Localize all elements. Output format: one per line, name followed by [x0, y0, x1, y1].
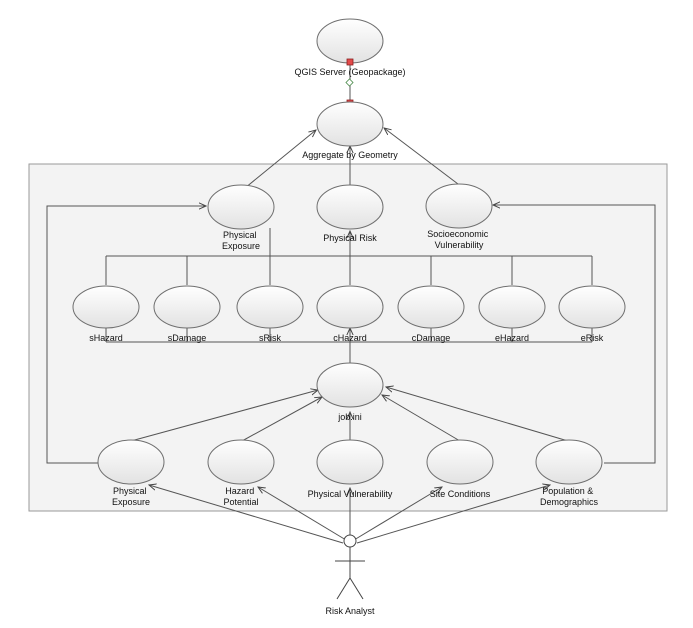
use-case-erisk[interactable] — [558, 285, 626, 329]
use-case-physical-vulnerability[interactable] — [316, 439, 384, 485]
label-physical-exposure-input: Physical Exposure — [112, 486, 150, 507]
label-qgis-server: QGIS Server (Geopackage) — [294, 67, 405, 77]
loop-right — [493, 205, 656, 464]
loop-left — [46, 206, 206, 464]
label-ehazard: eHazard — [495, 333, 529, 343]
link-socio-aggregate — [384, 128, 459, 185]
actor-head — [343, 534, 357, 548]
label-socioeconomic: Socioeconomic Vulnerability — [427, 229, 491, 250]
use-case-physical-risk[interactable] — [316, 184, 384, 230]
label-population-demographics: Population & Demographics — [540, 486, 599, 507]
label-erisk: eRisk — [581, 333, 604, 343]
use-case-physical-exposure-input[interactable] — [97, 439, 165, 485]
label-chazard: cHazard — [333, 333, 367, 343]
use-case-aggregate[interactable] — [316, 101, 384, 147]
label-site-conditions: Site Conditions — [430, 489, 491, 499]
label-physical-risk: Physical Risk — [323, 233, 377, 243]
label-physical-exposure-output: Physical Exposure — [222, 230, 260, 251]
label-risk-analyst: Risk Analyst — [325, 606, 375, 616]
label-srisk: sRisk — [259, 333, 281, 343]
use-case-sdamage[interactable] — [153, 285, 221, 329]
use-case-shazard[interactable] — [72, 285, 140, 329]
port-server — [346, 58, 354, 66]
actor-risk-analyst[interactable] — [335, 534, 365, 600]
link-exposure-aggregate — [244, 130, 316, 189]
use-case-job-ini[interactable] — [316, 362, 384, 408]
label-shazard: sHazard — [89, 333, 123, 343]
use-case-hazard-potential[interactable] — [207, 439, 275, 485]
use-case-chazard[interactable] — [316, 285, 384, 329]
use-case-socioeconomic-vulnerability[interactable] — [425, 183, 493, 229]
use-case-srisk[interactable] — [236, 285, 304, 329]
use-case-population-demographics[interactable] — [535, 439, 603, 485]
use-case-qgis-server[interactable] — [316, 18, 384, 64]
label-job-ini: job.ini — [337, 412, 362, 422]
label-aggregate: Aggregate by Geometry — [302, 150, 398, 160]
use-case-physical-exposure-output[interactable] — [207, 184, 275, 230]
use-case-cdamage[interactable] — [397, 285, 465, 329]
use-case-site-conditions[interactable] — [426, 439, 494, 485]
label-sdamage: sDamage — [168, 333, 207, 343]
label-hazard-potential: Hazard Potential — [223, 486, 258, 507]
label-physical-vulnerability: Physical Vulnerability — [308, 489, 393, 499]
use-case-ehazard[interactable] — [478, 285, 546, 329]
diamond-connector — [345, 78, 354, 87]
label-cdamage: cDamage — [412, 333, 451, 343]
